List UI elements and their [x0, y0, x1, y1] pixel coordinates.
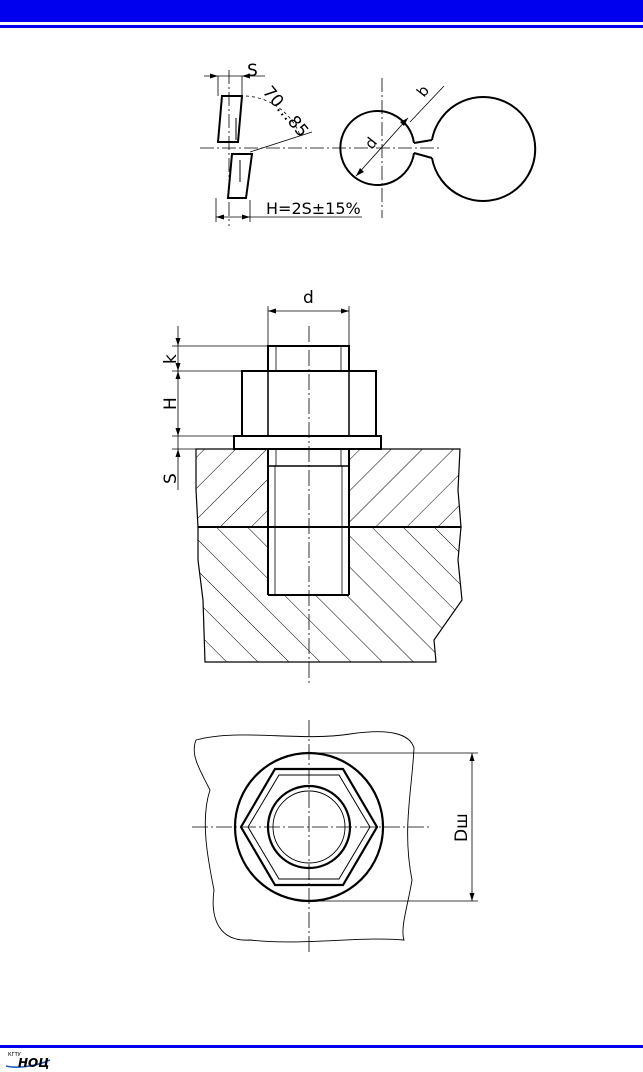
- label-nut-height: H: [161, 397, 181, 410]
- header-rule: [0, 25, 643, 28]
- label-bearing-diameter: Dш: [452, 813, 472, 842]
- washer-front-ring: [339, 96, 537, 202]
- logo-small-text: КГТУ: [8, 1052, 21, 1058]
- footer-rule: [0, 1045, 643, 1048]
- washer-side-profile: [216, 95, 254, 199]
- label-gap-b: b: [413, 82, 433, 101]
- label-bolt-diameter: d: [303, 288, 314, 308]
- label-bolt-end-k: k: [161, 354, 181, 364]
- spring-washer-view: [200, 70, 537, 226]
- label-washer-s: S: [161, 473, 181, 484]
- label-height-formula: H=2S±15%: [266, 199, 361, 218]
- label-inner-diameter: d: [361, 134, 381, 153]
- label-angle: 70…85: [258, 82, 312, 141]
- bolt-assembly-section: [172, 306, 463, 684]
- header-band: [0, 0, 643, 22]
- logo-text: НОЦ: [18, 1056, 49, 1070]
- label-thickness-s: S: [247, 61, 258, 81]
- plan-view: [192, 720, 478, 952]
- noc-logo: КГТУ НОЦ: [5, 1052, 51, 1070]
